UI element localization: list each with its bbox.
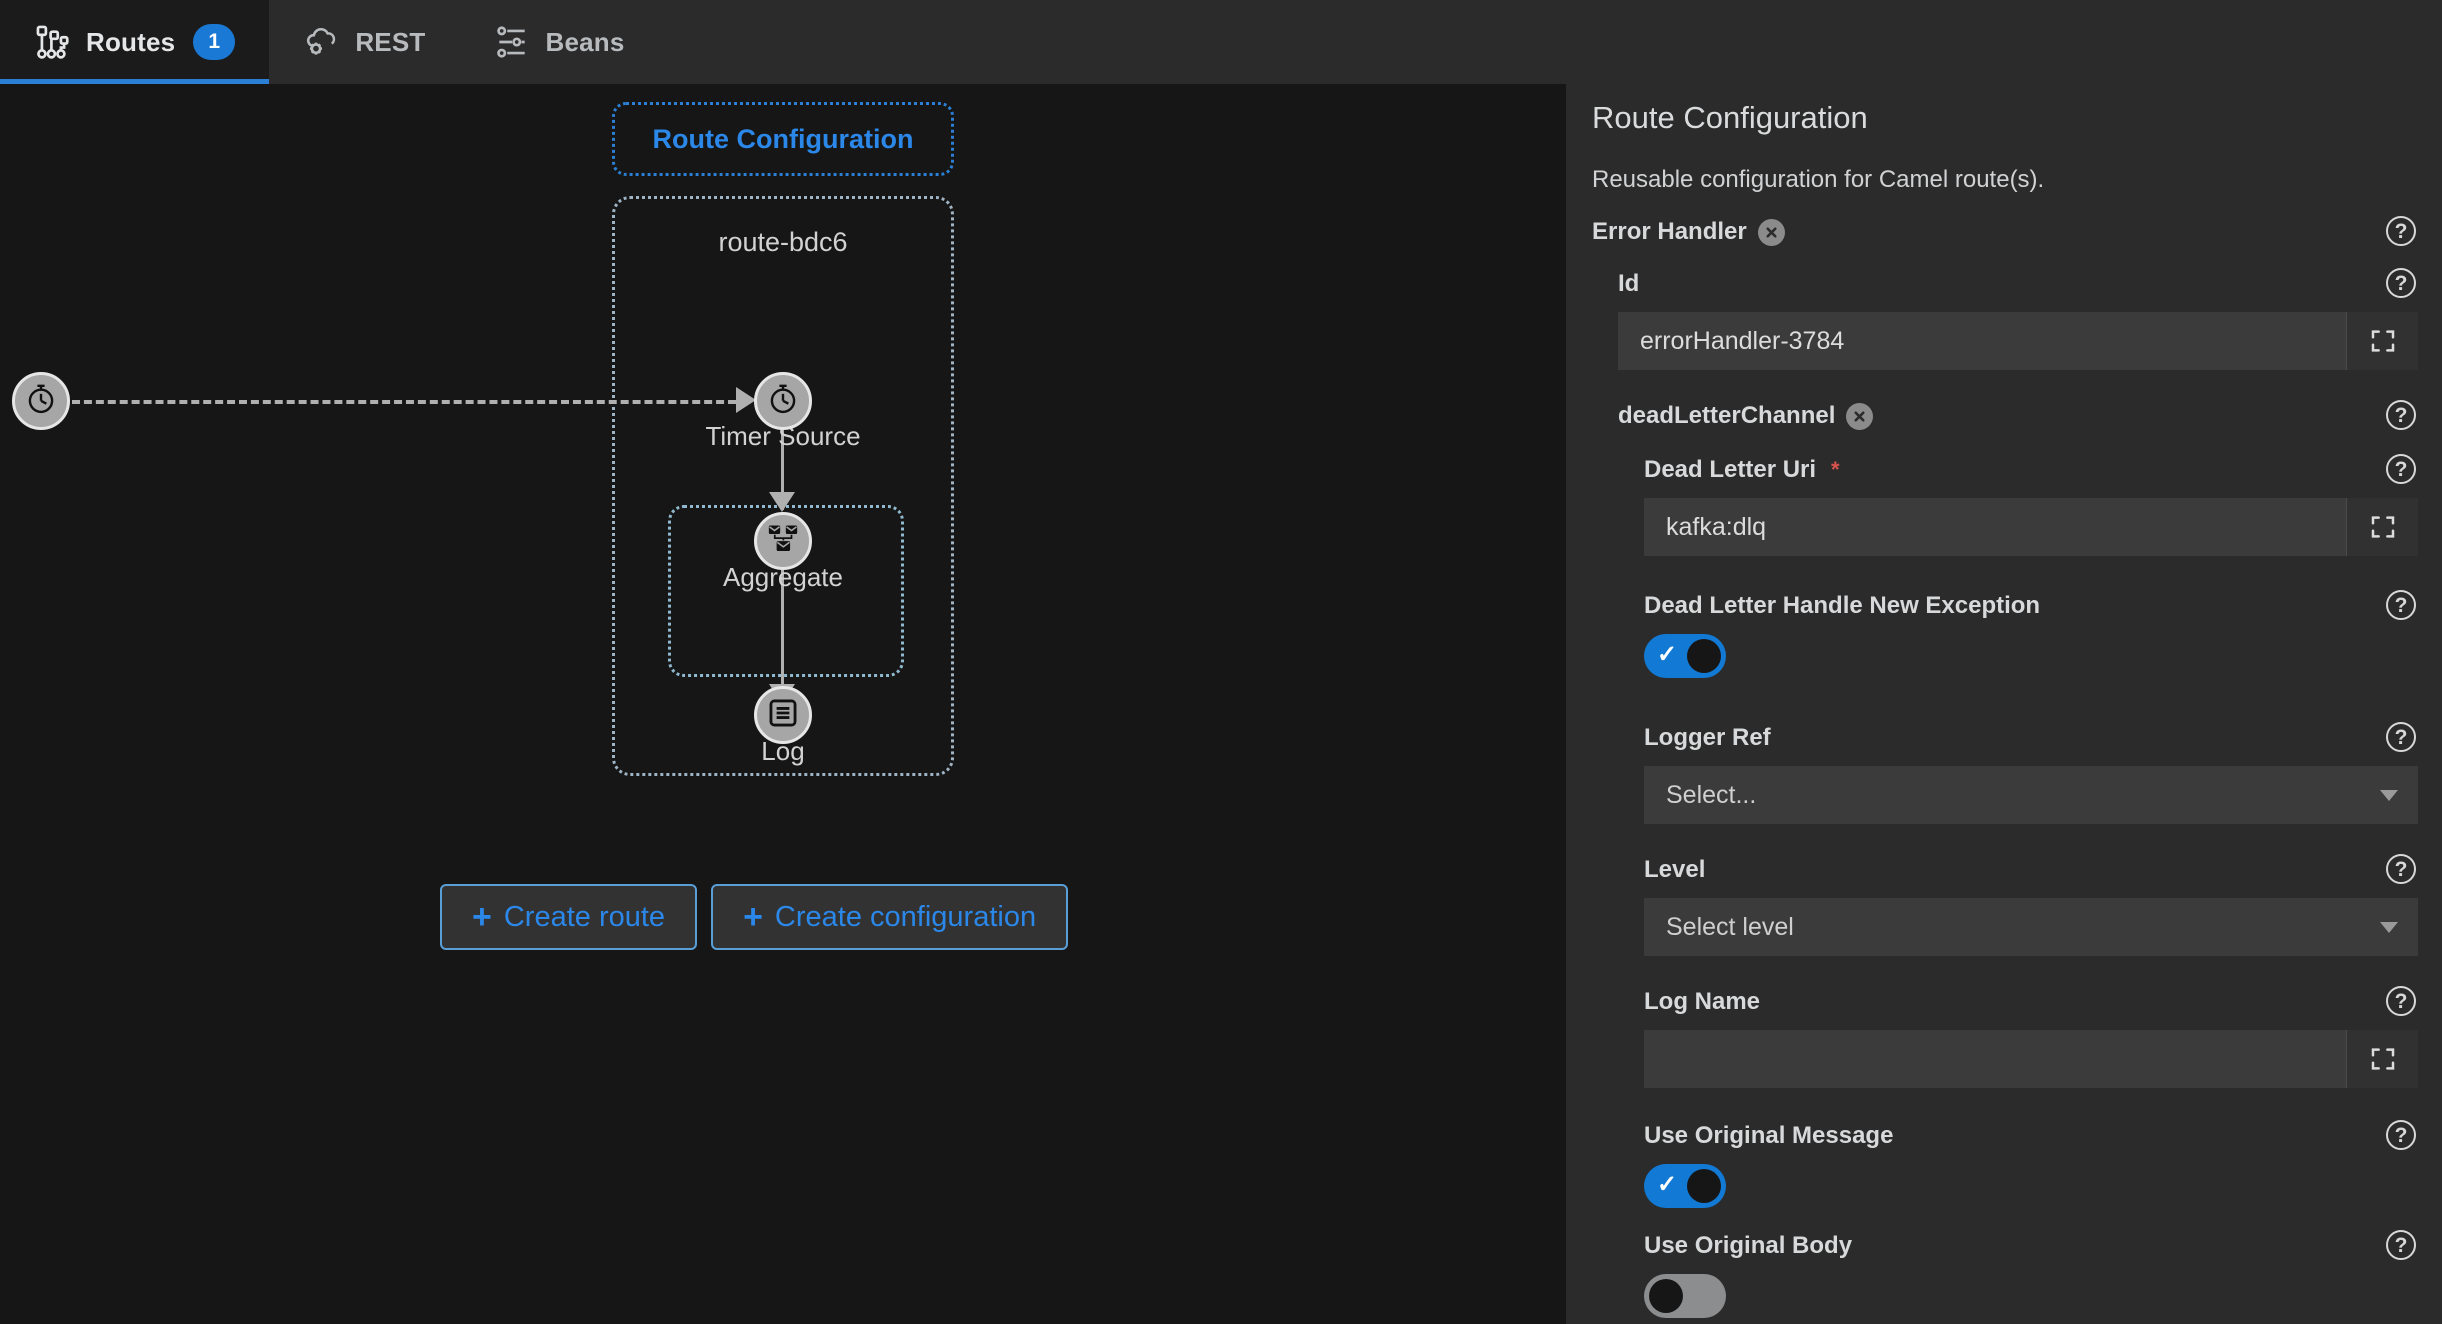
canvas-action-buttons: + Create route + Create configuration (440, 884, 1069, 950)
panel-title: Route Configuration (1592, 100, 1868, 135)
tab-beans-label: Beans (545, 26, 625, 57)
tab-routes-label: Routes (86, 26, 176, 57)
error-handler-remove-icon[interactable] (1757, 218, 1785, 246)
dead-letter-channel-label: deadLetterChannel (1618, 402, 1836, 429)
panel-subtitle: Reusable configuration for Camel route(s… (1592, 166, 2045, 193)
dead-letter-handle-new-exception-help-icon[interactable]: ? (2386, 590, 2416, 620)
log-name-label-row: Log Name ? (1566, 986, 2442, 1016)
dead-letter-channel-remove-icon[interactable] (1846, 402, 1874, 430)
id-help-icon[interactable]: ? (2386, 268, 2416, 298)
use-original-body-label-row: Use Original Body ? (1566, 1230, 2442, 1260)
use-original-message-help-icon[interactable]: ? (2386, 1120, 2416, 1150)
tab-rest[interactable]: REST (269, 0, 459, 84)
level-label-row: Level ? (1566, 854, 2442, 884)
timer-clock-icon (23, 381, 59, 422)
create-configuration-button-label: Create configuration (774, 900, 1037, 933)
node-timer-source[interactable] (754, 372, 812, 430)
tab-beans[interactable]: Beans (459, 0, 658, 84)
dead-letter-uri-expand-icon[interactable] (2346, 498, 2418, 556)
routes-graph-icon (34, 23, 72, 61)
check-icon: ✓ (1657, 641, 1678, 668)
toggle-knob (1687, 1169, 1721, 1203)
error-handler-label-group: Error Handler (1592, 218, 2442, 246)
use-original-message-toggle[interactable]: ✓ (1644, 1164, 1726, 1208)
chevron-down-icon (2380, 921, 2398, 933)
dead-letter-uri-label-row: Dead Letter Uri * ? (1566, 454, 2442, 484)
use-original-body-toggle[interactable] (1644, 1274, 1726, 1318)
beans-sliders-icon (493, 23, 531, 61)
logger-ref-select[interactable]: Select... (1644, 766, 2418, 824)
tab-rest-label: REST (355, 26, 426, 57)
source-to-timer-connector (72, 400, 736, 404)
route-configuration-chip-label: Route Configuration (652, 123, 914, 154)
chevron-down-icon (2380, 789, 2398, 801)
dead-letter-uri-help-icon[interactable]: ? (2386, 454, 2416, 484)
route-title: route-bdc6 (718, 227, 848, 257)
use-original-message-label: Use Original Message (1644, 1122, 1894, 1149)
log-document-icon (766, 696, 800, 735)
route-configuration-chip[interactable]: Route Configuration (612, 102, 954, 176)
id-label: Id (1618, 270, 1640, 297)
use-original-message-label-row: Use Original Message ? (1566, 1120, 2442, 1150)
logger-ref-label-row: Logger Ref ? (1566, 722, 2442, 752)
log-name-expand-icon[interactable] (2346, 1030, 2418, 1088)
error-handler-help-icon[interactable]: ? (2386, 216, 2416, 246)
log-name-input-value[interactable] (1644, 1030, 2346, 1088)
log-name-input-field[interactable] (1644, 1030, 2418, 1088)
dead-letter-uri-label-group: Dead Letter Uri * (1644, 456, 2442, 484)
id-expand-icon[interactable] (2346, 312, 2418, 370)
id-input-value[interactable]: errorHandler-3784 (1640, 326, 1845, 355)
id-field-label-row: Id ? (1566, 268, 2442, 298)
id-input-field[interactable]: errorHandler-3784 (1618, 312, 2418, 370)
dead-letter-uri-required-marker: * (1831, 457, 1840, 482)
rest-cloud-gear-icon (303, 23, 341, 61)
plus-icon: + (743, 898, 763, 936)
timer-to-aggregate-arrowhead (769, 492, 795, 512)
create-route-button-label: Create route (503, 900, 666, 933)
level-label: Level (1644, 856, 1706, 883)
aggregate-envelopes-icon (766, 522, 800, 561)
tab-routes[interactable]: Routes 1 (0, 0, 270, 84)
dead-letter-uri-input-value[interactable]: kafka:dlq (1666, 512, 1767, 541)
dead-letter-channel-label-group: deadLetterChannel (1618, 402, 2442, 430)
tab-routes-badge: 1 (193, 24, 236, 60)
log-name-help-icon[interactable]: ? (2386, 986, 2416, 1016)
aggregate-to-log-connector (781, 570, 784, 686)
dead-letter-handle-new-exception-toggle[interactable]: ✓ (1644, 634, 1726, 678)
error-handler-section-header: Error Handler ? (1566, 216, 2442, 246)
toggle-knob (1649, 1279, 1683, 1313)
error-handler-label: Error Handler (1592, 218, 1747, 245)
dead-letter-channel-section-header: deadLetterChannel ? (1566, 400, 2442, 430)
level-select[interactable]: Select level (1644, 898, 2418, 956)
dead-letter-handle-new-exception-label: Dead Letter Handle New Exception (1644, 592, 2041, 619)
main-tab-bar: Routes 1 REST Beans (0, 0, 2442, 84)
use-original-body-help-icon[interactable]: ? (2386, 1230, 2416, 1260)
dead-letter-handle-new-exception-label-row: Dead Letter Handle New Exception ? (1566, 590, 2442, 620)
route-canvas[interactable]: Route Configuration route-bdc6 Timer So (0, 84, 1566, 1324)
use-original-body-label: Use Original Body (1644, 1232, 1853, 1259)
logger-ref-label: Logger Ref (1644, 724, 1771, 751)
create-route-button[interactable]: + Create route (440, 884, 698, 950)
log-name-label: Log Name (1644, 988, 1761, 1015)
check-icon: ✓ (1657, 1171, 1678, 1198)
level-select-value: Select level (1666, 912, 1794, 941)
node-log[interactable] (754, 686, 812, 744)
toggle-knob (1687, 639, 1721, 673)
source-to-timer-arrowhead (736, 387, 756, 413)
create-configuration-button[interactable]: + Create configuration (711, 884, 1069, 950)
route-configuration-panel: Route Configuration Reusable configurati… (1566, 84, 2442, 1324)
route-container-box[interactable]: route-bdc6 (612, 196, 954, 776)
node-source-timer[interactable] (12, 372, 70, 430)
timer-to-aggregate-connector (781, 430, 784, 510)
dead-letter-uri-label: Dead Letter Uri (1644, 456, 1817, 483)
logger-ref-select-value: Select... (1666, 780, 1757, 809)
plus-icon: + (472, 898, 492, 936)
dead-letter-channel-help-icon[interactable]: ? (2386, 400, 2416, 430)
timer-clock-icon (765, 381, 801, 422)
logger-ref-help-icon[interactable]: ? (2386, 722, 2416, 752)
level-help-icon[interactable]: ? (2386, 854, 2416, 884)
node-aggregate[interactable] (754, 512, 812, 570)
dead-letter-uri-input-field[interactable]: kafka:dlq (1644, 498, 2418, 556)
